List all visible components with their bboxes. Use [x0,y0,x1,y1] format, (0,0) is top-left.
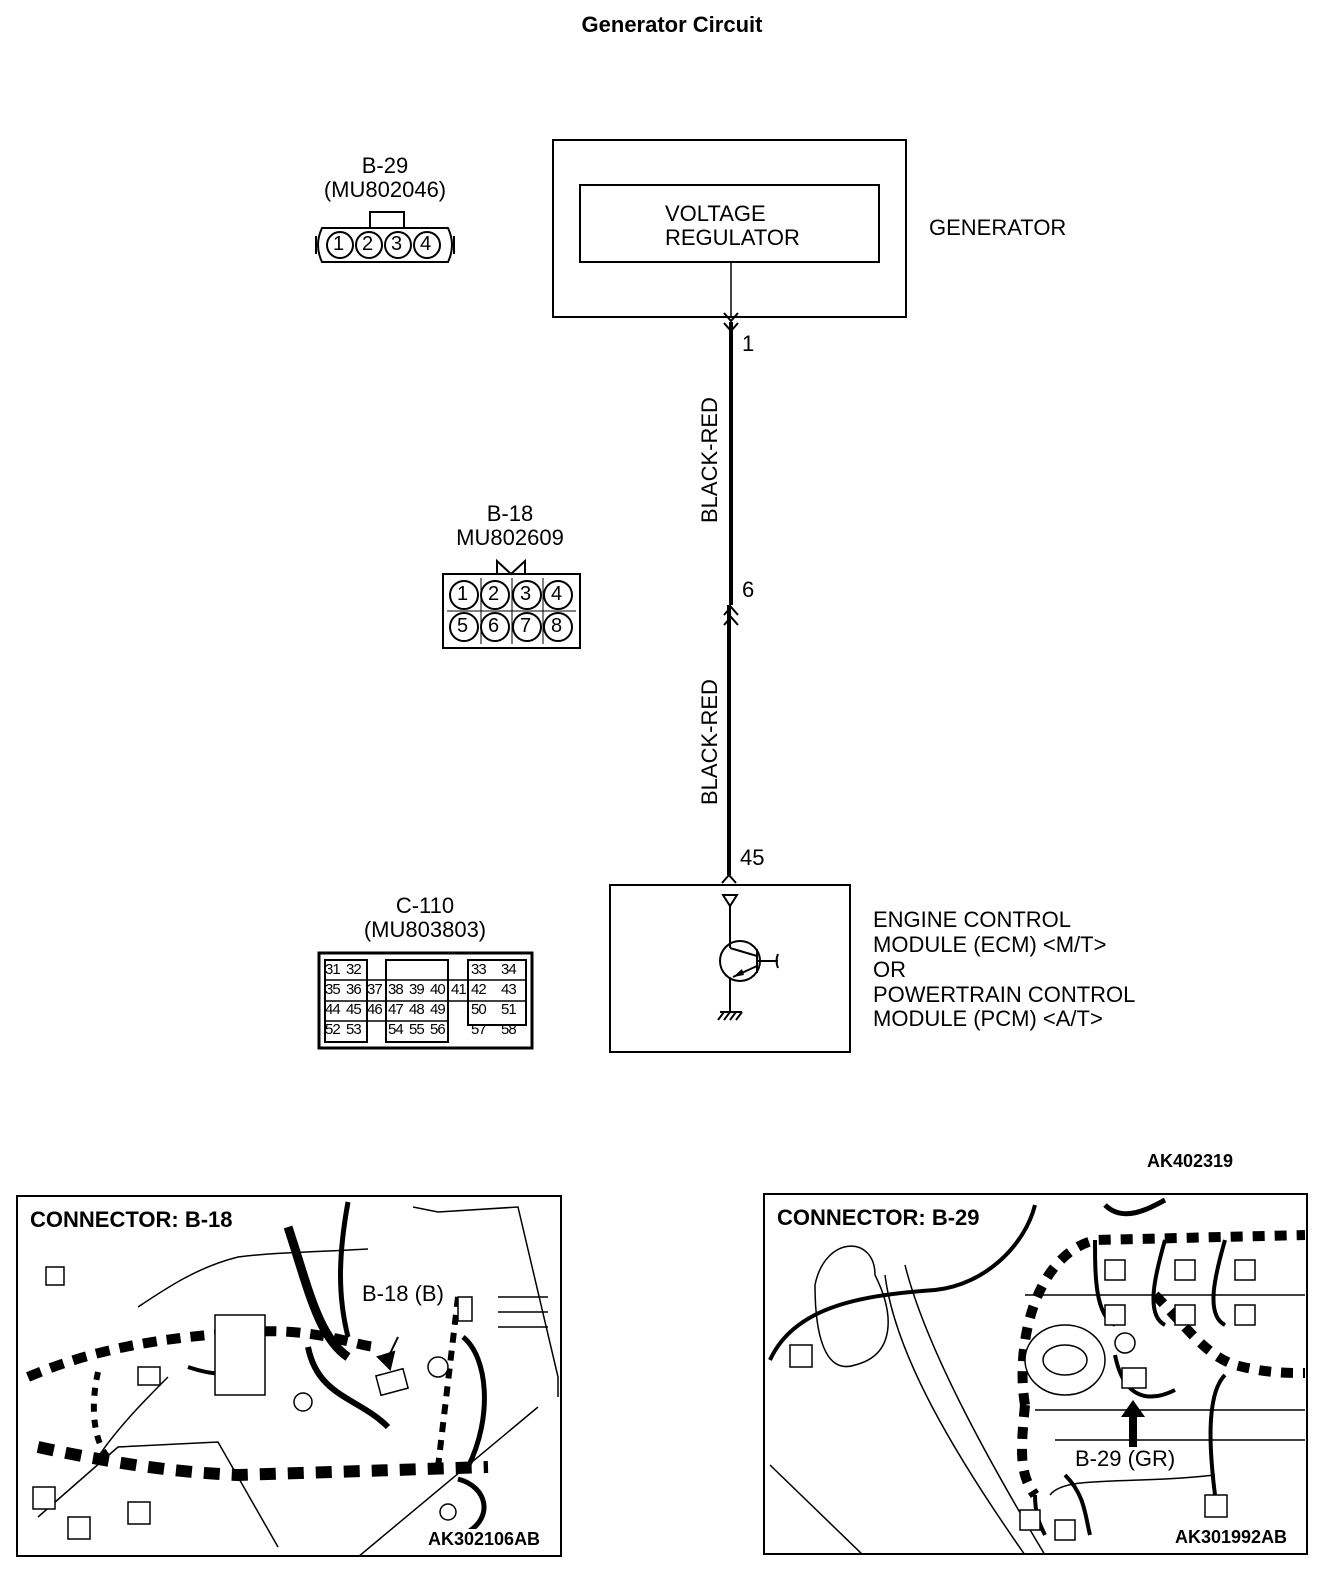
ecm-label-line: POWERTRAIN CONTROL [873,982,1136,1007]
wire-color-label-upper: BLACK-RED [697,397,722,523]
ecm-box [609,884,851,1053]
c110-pin: 33 [471,961,487,978]
ecm-label-line: OR [873,957,906,982]
voltage-regulator-box [579,184,880,263]
c110-pin: 55 [409,1021,425,1038]
c110-pin: 56 [430,1021,446,1038]
c110-pin: 42 [471,981,487,998]
c110-pin: 35 [325,981,341,998]
photo-figure-id: AK301992AB [1175,1527,1288,1548]
c110-pin: 43 [501,981,517,998]
c110-pin: 32 [346,961,362,978]
voltage-regulator-label-line1: VOLTAGE [665,201,766,226]
photo-title: CONNECTOR: B-29 [777,1205,980,1231]
b29-pin: 3 [391,233,403,255]
ecm-label-line: MODULE (ECM) <M/T> [873,932,1107,957]
b18-pin: 5 [457,615,469,637]
c110-pin: 54 [388,1021,404,1038]
c110-connector-face [317,951,534,1050]
c110-pin: 34 [501,961,517,978]
b29-connector-face [315,211,455,263]
c110-pin: 37 [367,981,383,998]
c110-connector-name: C-110 [395,893,455,918]
c110-pin: 48 [409,1001,425,1018]
b18-pin: 3 [520,583,532,605]
b18-pin: 4 [551,583,563,605]
figure-id: AK402319 [1147,1151,1234,1171]
wire-color-label-lower: BLACK-RED [697,679,722,805]
b18-connector-name: B-18 [486,501,534,526]
b18-pin: 2 [488,583,500,605]
input-terminal-icon [721,894,739,908]
b18-pin: 8 [551,615,563,637]
diagram-title: Generator Circuit [581,12,763,37]
connector-symbol-pin45 [721,873,737,884]
photo-callout: B-29 (GR) [1075,1446,1176,1471]
b18-connector-part: MU802609 [456,525,564,550]
c110-pin: 40 [430,981,446,998]
harness-illustration-b29 [768,1197,1306,1553]
c110-pin: 38 [388,981,404,998]
c110-connector-part: (MU803803) [363,917,487,942]
terminal-number-1: 1 [742,331,755,356]
c110-pin: 52 [325,1021,341,1038]
ground-icon [717,1011,743,1021]
c110-pin: 50 [471,1001,487,1018]
harness-illustration-b18 [26,1201,559,1555]
connector-location-photo-b18: CONNECTOR: B-18 B-18 (B) AK302106AB [16,1195,562,1557]
b29-pin: 4 [420,233,432,255]
c110-pin: 51 [501,1001,517,1018]
c110-pin: 49 [430,1001,446,1018]
b18-pin: 7 [520,615,532,637]
b29-pin: 2 [362,233,374,255]
c110-pin: 45 [346,1001,362,1018]
photo-title: CONNECTOR: B-18 [30,1207,233,1233]
photo-figure-id: AK302106AB [428,1529,541,1550]
c110-pin: 46 [367,1001,383,1018]
terminal-number-45: 45 [740,845,765,870]
c110-pin: 36 [346,981,362,998]
b29-connector-name: B-29 [361,153,409,178]
terminal-number-6: 6 [742,577,755,602]
connector-symbol-pin1-upper [723,312,739,323]
c110-pin: 44 [325,1001,341,1018]
connector-location-photo-b29: CONNECTOR: B-29 B-29 (GR) AK301992AB [763,1193,1308,1555]
ecm-label-line: ENGINE CONTROL [873,907,1072,932]
c110-pin: 31 [325,961,341,978]
c110-pin: 41 [451,981,467,998]
ecm-label-line: MODULE (PCM) <A/T> [873,1006,1103,1031]
c110-pin: 57 [471,1021,487,1038]
c110-pin: 39 [409,981,425,998]
b29-connector-part: (MU802046) [323,177,447,202]
b29-pin: 1 [333,233,345,255]
photo-callout: B-18 (B) [362,1281,444,1306]
b18-connector-face [442,558,581,649]
generator-label: GENERATOR [929,215,1067,240]
c110-pin: 53 [346,1021,362,1038]
voltage-regulator-label-line2: REGULATOR [665,225,800,250]
b18-pin: 1 [457,583,469,605]
c110-pin: 58 [501,1021,517,1038]
c110-pin: 47 [388,1001,404,1018]
generator-box [552,139,907,318]
b18-pin: 6 [488,615,500,637]
